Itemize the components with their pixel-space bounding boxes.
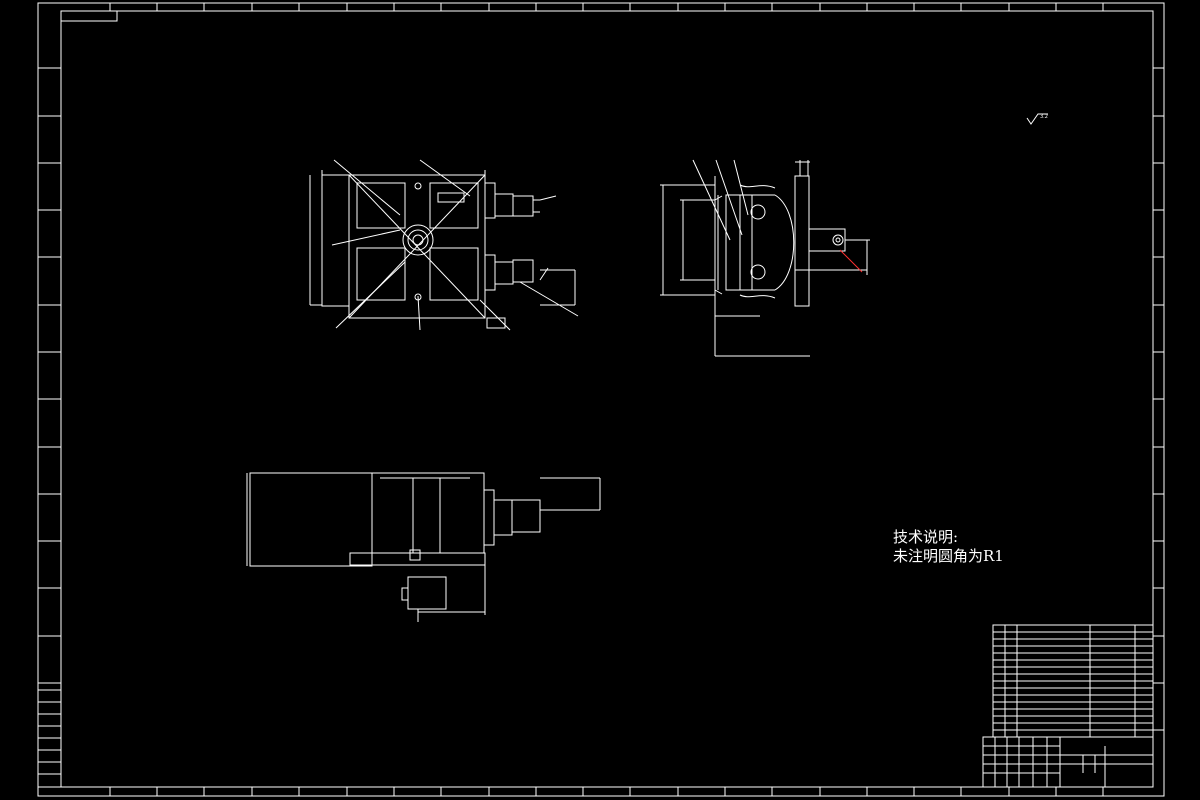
technical-note-line: 未注明圆角为R1: [893, 547, 1004, 565]
outer-frame: [37, 2, 1165, 797]
highlight-leader: [839, 249, 863, 273]
inner-frame: [60, 10, 1154, 788]
technical-note-heading: 技术说明:: [893, 528, 959, 546]
top-view-drawing: [246, 472, 601, 622]
corner-tag-box: [60, 10, 118, 22]
front-view-drawing: [309, 159, 579, 331]
left-side-block: [37, 689, 62, 788]
roughness-value: 3.2: [1040, 114, 1048, 120]
zone-ticks-horizontal: [109, 3, 1104, 796]
title-block: [982, 736, 1154, 788]
surface-roughness-symbol: [1026, 113, 1048, 125]
zone-ticks-vertical: [38, 67, 1164, 731]
side-view-drawing: [660, 159, 870, 357]
parts-list-table: [992, 624, 1154, 738]
